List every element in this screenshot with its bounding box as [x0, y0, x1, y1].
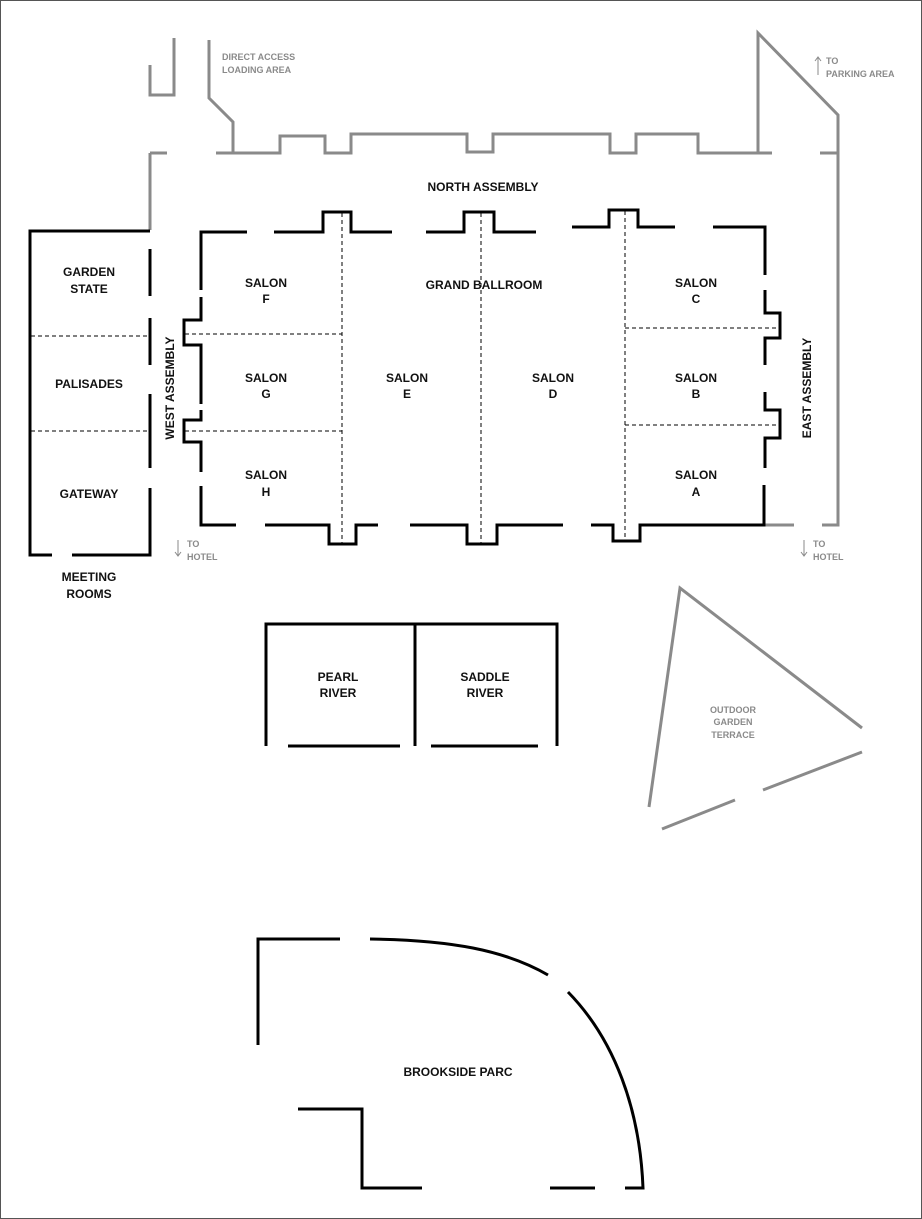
assembly-outline — [148, 29, 840, 527]
to-hotel-west-label-1: TO — [187, 539, 199, 549]
pearl-river-label-1: PEARL — [318, 670, 359, 684]
salon-h-letter: H — [262, 485, 271, 499]
down-arrow-icon — [174, 540, 182, 557]
loading-area-label: LOADING AREA — [222, 65, 292, 75]
parking-area-label: PARKING AREA — [826, 69, 895, 79]
salon-c-letter: C — [692, 292, 701, 306]
salon-b-letter: B — [692, 387, 701, 401]
salon-d-label: SALON — [532, 371, 574, 385]
to-hotel-west: TO HOTEL — [174, 539, 218, 562]
to-hotel-west-label-2: HOTEL — [187, 552, 218, 562]
to-parking-label: TO — [826, 56, 838, 66]
salon-h-label: SALON — [245, 468, 287, 482]
brookside-parc-label: BROOKSIDE PARC — [403, 1065, 512, 1079]
pearl-saddle-walls — [264, 622, 559, 748]
salon-d: SALON D — [532, 371, 574, 401]
ballroom-partitions — [185, 211, 779, 543]
salon-h: SALON H — [245, 468, 287, 499]
outdoor-terrace-label-3: TERRACE — [711, 730, 755, 740]
west-assembly-label: WEST ASSEMBLY — [163, 336, 177, 439]
salon-g-letter: G — [261, 387, 270, 401]
outdoor-terrace-label-2: GARDEN — [713, 717, 752, 727]
salon-a-letter: A — [692, 485, 701, 499]
salon-g-label: SALON — [245, 371, 287, 385]
salon-c: SALON C — [675, 276, 717, 306]
gateway-label: GATEWAY — [60, 487, 119, 501]
meeting-rooms-walls — [28, 229, 152, 557]
north-assembly-label: NORTH ASSEMBLY — [427, 180, 538, 194]
salon-f-letter: F — [262, 292, 269, 306]
to-hotel-east: TO HOTEL — [800, 539, 844, 562]
outdoor-terrace-label-1: OUTDOOR — [710, 705, 756, 715]
salon-a-label: SALON — [675, 468, 717, 482]
to-hotel-east-label-2: HOTEL — [813, 552, 844, 562]
direct-access-label: DIRECT ACCESS — [222, 52, 295, 62]
to-parking-arrow — [814, 56, 822, 75]
pearl-river-label-2: RIVER — [320, 686, 357, 700]
saddle-river-label-2: RIVER — [467, 686, 504, 700]
salon-f: SALON F — [245, 276, 287, 306]
brookside-parc-walls — [256, 937, 645, 1190]
salon-c-label: SALON — [675, 276, 717, 290]
grand-ballroom-label: GRAND BALLROOM — [426, 278, 543, 292]
east-assembly-label: EAST ASSEMBLY — [800, 338, 814, 438]
outdoor-terrace-outline — [647, 585, 863, 831]
salon-b: SALON B — [675, 371, 717, 401]
salon-e-label: SALON — [386, 371, 428, 385]
salon-e: SALON E — [386, 371, 428, 401]
salon-e-letter: E — [403, 387, 411, 401]
garden-state-label-2: STATE — [70, 282, 108, 296]
salon-b-label: SALON — [675, 371, 717, 385]
salon-g: SALON G — [245, 371, 287, 401]
meeting-rooms-label-1: MEETING — [62, 570, 117, 584]
salon-f-label: SALON — [245, 276, 287, 290]
grand-ballroom-walls — [182, 208, 782, 546]
garden-state-label-1: GARDEN — [63, 265, 115, 279]
salon-d-letter: D — [549, 387, 558, 401]
down-arrow-icon — [800, 540, 808, 557]
saddle-river-label-1: SADDLE — [460, 670, 509, 684]
salon-a: SALON A — [675, 468, 717, 499]
to-hotel-east-label-1: TO — [813, 539, 825, 549]
meeting-rooms-label-2: ROOMS — [66, 587, 111, 601]
palisades-label: PALISADES — [55, 377, 123, 391]
